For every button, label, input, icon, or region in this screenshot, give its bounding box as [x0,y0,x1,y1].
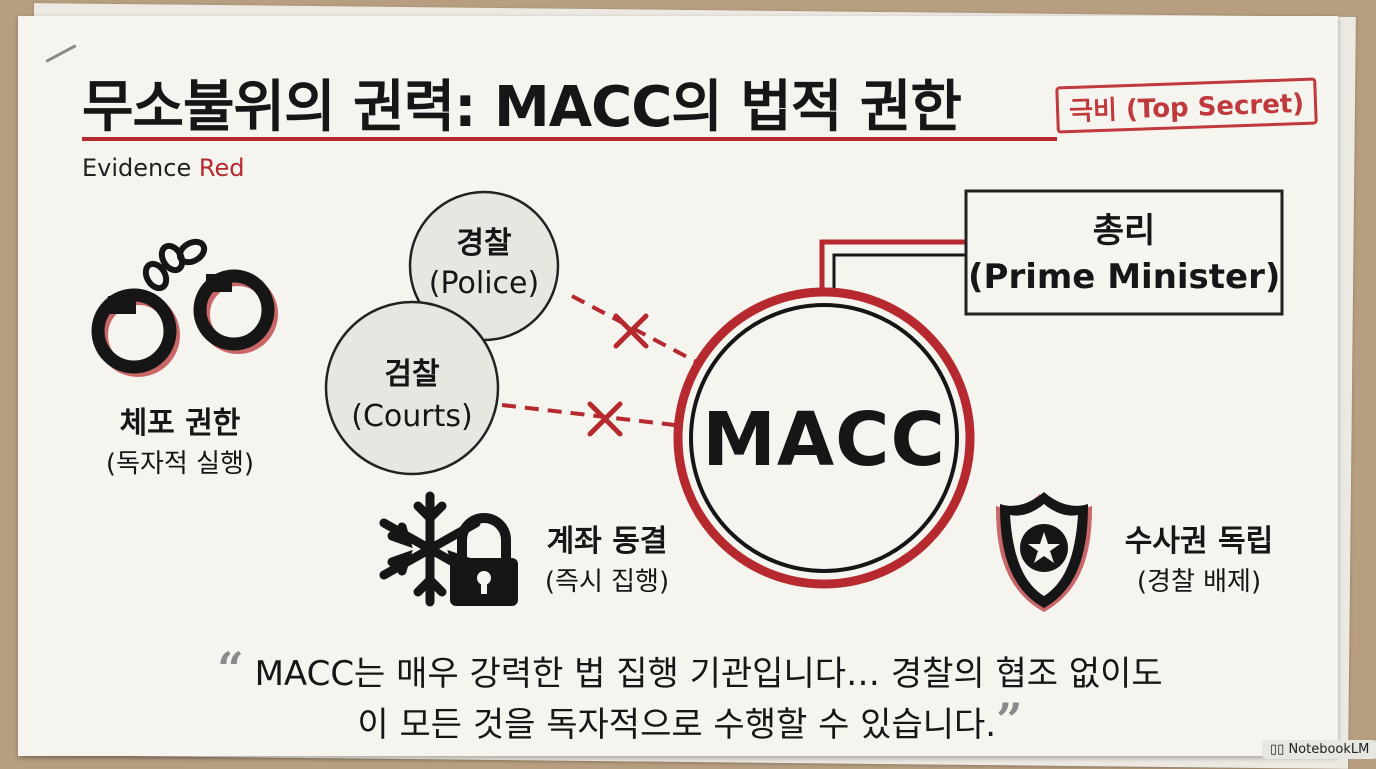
police-link-cut-icon [613,313,649,349]
police-label: 경찰 (Police) [410,224,558,304]
pm-node [964,189,1284,316]
title-underline [82,137,1057,141]
courts-link-cut-icon [587,401,623,437]
page-title: 무소불위의 권력: MACC의 법적 권한 [82,75,962,140]
macc-node-inner-ring [689,303,959,573]
notebooklm-watermark: ▯▯ NotebookLM [1262,740,1376,759]
freeze-power-title: 계좌 동결 [546,524,668,559]
courts-node [324,300,500,476]
quote-text-1: MACC는 매우 강력한 법 집행 기관입니다… 경찰의 협조 없이도 [254,654,1163,694]
investigation-power-note: (경찰 배제) [1136,567,1262,597]
quote-line-2: 이 모든 것을 독자적으로 수행할 수 있습니다.” [120,697,1260,748]
quote-text-2: 이 모든 것을 독자적으로 수행할 수 있습니다. [357,705,997,745]
pm-connector [819,239,966,305]
macc-label: MACC [702,397,946,483]
subtitle-accent: Red [198,154,245,182]
investigation-power-label: 수사권 독립 (경찰 배제) [1104,522,1294,602]
macc-node-outer-ring [673,287,975,589]
arrest-power-title: 체포 권한 [119,406,241,441]
close-quote-mark: ” [996,693,1023,747]
pm-label-en: (Prime Minister) [968,257,1281,297]
freeze-power-note: (즉시 집행) [544,567,670,597]
padlock-icon [450,513,518,606]
police-label-ko: 경찰 [456,226,512,261]
freeze-power-label: 계좌 동결 (즉시 집행) [522,522,692,602]
quote-line-1: “ MACC는 매우 강력한 법 집행 기관입니다… 경찰의 협조 없이도 [120,646,1260,697]
pm-label: 총리 (Prime Minister) [968,208,1280,300]
investigation-power-title: 수사권 독립 [1124,524,1274,559]
police-label-en: (Police) [428,266,540,301]
watermark-text: NotebookLM [1288,742,1370,757]
quote-block: “ MACC는 매우 강력한 법 집행 기관입니다… 경찰의 협조 없이도 이 … [120,646,1260,748]
open-quote-mark: “ [217,642,244,696]
arrest-power-label: 체포 권한 (독자적 실행) [80,404,280,484]
courts-label-en: (Courts) [351,399,473,434]
police-badge-icon [996,492,1092,612]
subtitle-text: Evidence [82,154,199,182]
courts-label-ko: 검찰 [384,357,440,392]
subtitle: Evidence Red [82,154,244,182]
police-link-dashed [571,294,709,370]
courts-link-dashed [501,403,693,429]
handcuffs-icon [91,238,278,377]
courts-label: 검찰 (Courts) [326,354,498,438]
pm-label-ko: 총리 [1092,211,1156,251]
arrest-power-note: (독자적 실행) [105,449,255,479]
